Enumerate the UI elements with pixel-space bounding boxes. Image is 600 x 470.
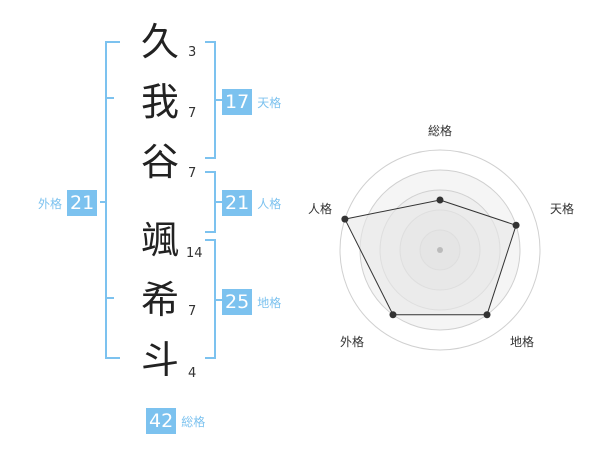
jinkaku-value: 21 [222, 190, 253, 216]
name-char-4: 颯 [140, 218, 179, 262]
jinkaku-badge: 21 人格 [222, 190, 286, 216]
tenkaku-badge: 17 天格 [222, 89, 286, 115]
radar-polygon [344, 199, 517, 316]
jinkaku-label: 人格 [257, 196, 282, 211]
name-char-1: 久 [140, 20, 179, 64]
name-char-5: 希 [140, 278, 179, 322]
stroke-count-3: 7 [188, 166, 197, 181]
radar-label-jinkaku: 人格 [308, 202, 333, 216]
name-char-6: 斗 [140, 338, 179, 382]
chikaku-value: 25 [222, 289, 253, 315]
chikaku-label: 地格 [257, 295, 282, 310]
radar-point-chikaku [483, 311, 491, 319]
stroke-count-4: 14 [186, 246, 203, 261]
gaikaku-label: 外格 [38, 196, 63, 211]
name-char-2: 我 [140, 80, 179, 124]
radar-point-gaikaku [389, 311, 397, 319]
radar-point-jinkaku [341, 215, 349, 223]
soukaku-value: 42 [146, 408, 177, 434]
stroke-count-5: 7 [188, 304, 197, 319]
gaikaku-value: 21 [67, 190, 98, 216]
radar-point-tenkaku [512, 221, 520, 229]
soukaku-label: 総格 [181, 414, 206, 429]
radar-label-soukaku: 総格 [428, 124, 453, 138]
soukaku-badge: 42 総格 [146, 408, 210, 434]
name-char-3: 谷 [140, 140, 179, 184]
tenkaku-value: 17 [222, 89, 253, 115]
gaikaku-bracket [105, 41, 120, 359]
radar-label-gaikaku: 外格 [340, 335, 365, 349]
radar-points [341, 196, 520, 319]
stroke-count-6: 4 [188, 366, 197, 381]
stroke-count-2: 7 [188, 106, 197, 121]
radar-label-tenkaku: 天格 [550, 202, 575, 216]
stroke-count-1: 3 [188, 45, 197, 60]
radar-label-chikaku: 地格 [510, 335, 535, 349]
radar-point-soukaku [436, 196, 444, 204]
gaikaku-badge: 外格 21 [38, 190, 98, 216]
radar-center-dot [437, 247, 443, 253]
chikaku-badge: 25 地格 [222, 289, 286, 315]
tenkaku-label: 天格 [257, 95, 282, 110]
